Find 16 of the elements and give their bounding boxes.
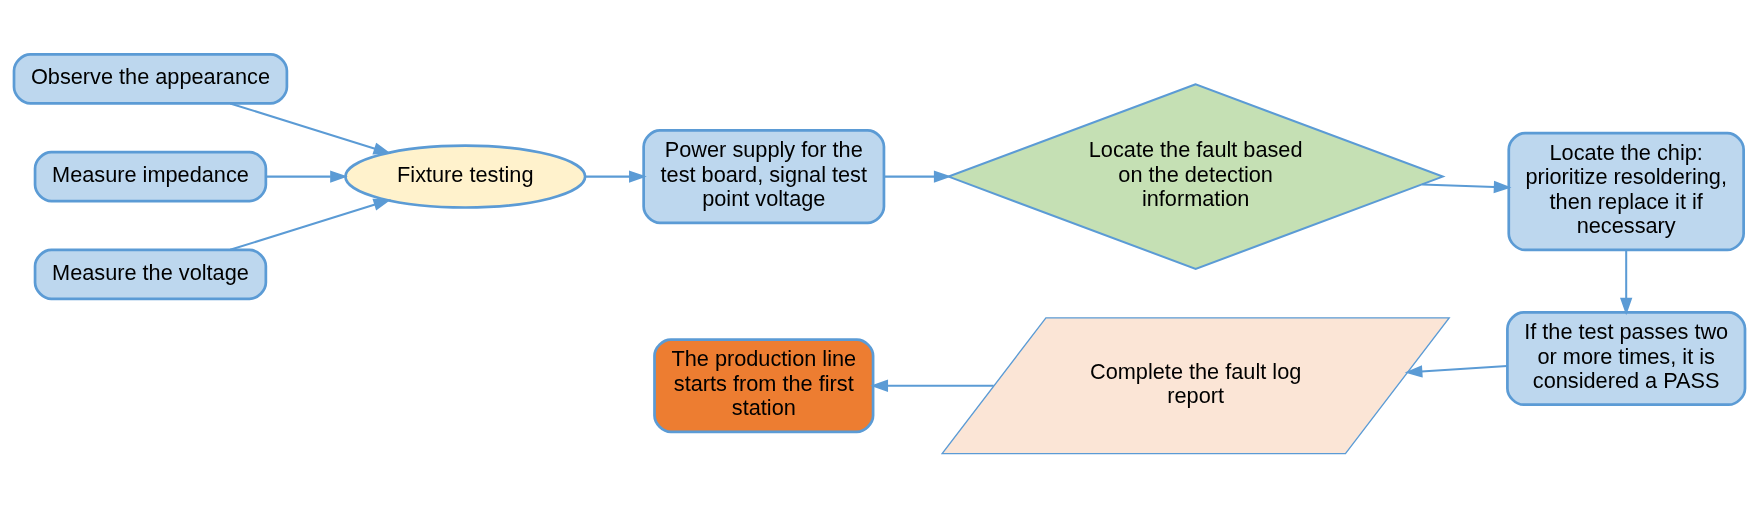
node-box: Observe the appearance [12, 53, 289, 105]
arrow [266, 170, 348, 183]
arrow [870, 379, 994, 392]
arrow [229, 198, 392, 251]
node-box: The production line starts from the first station [653, 338, 875, 434]
arrow [1404, 365, 1508, 378]
arrow [1620, 250, 1633, 316]
arrow [229, 102, 392, 155]
node-box: Power supply for the test board, signal test point voltage [642, 129, 886, 225]
node-box: Measure the voltage [33, 248, 268, 301]
arrow [585, 170, 647, 183]
arrow [884, 170, 952, 183]
node-box: If the test passes two or more times, it is considered a PASS [1506, 311, 1747, 407]
arrow [1422, 180, 1512, 194]
node-box: Locate the chip: prioritize resoldering, then replace it if necessary [1507, 131, 1745, 252]
node-box: Measure impedance [33, 150, 268, 203]
